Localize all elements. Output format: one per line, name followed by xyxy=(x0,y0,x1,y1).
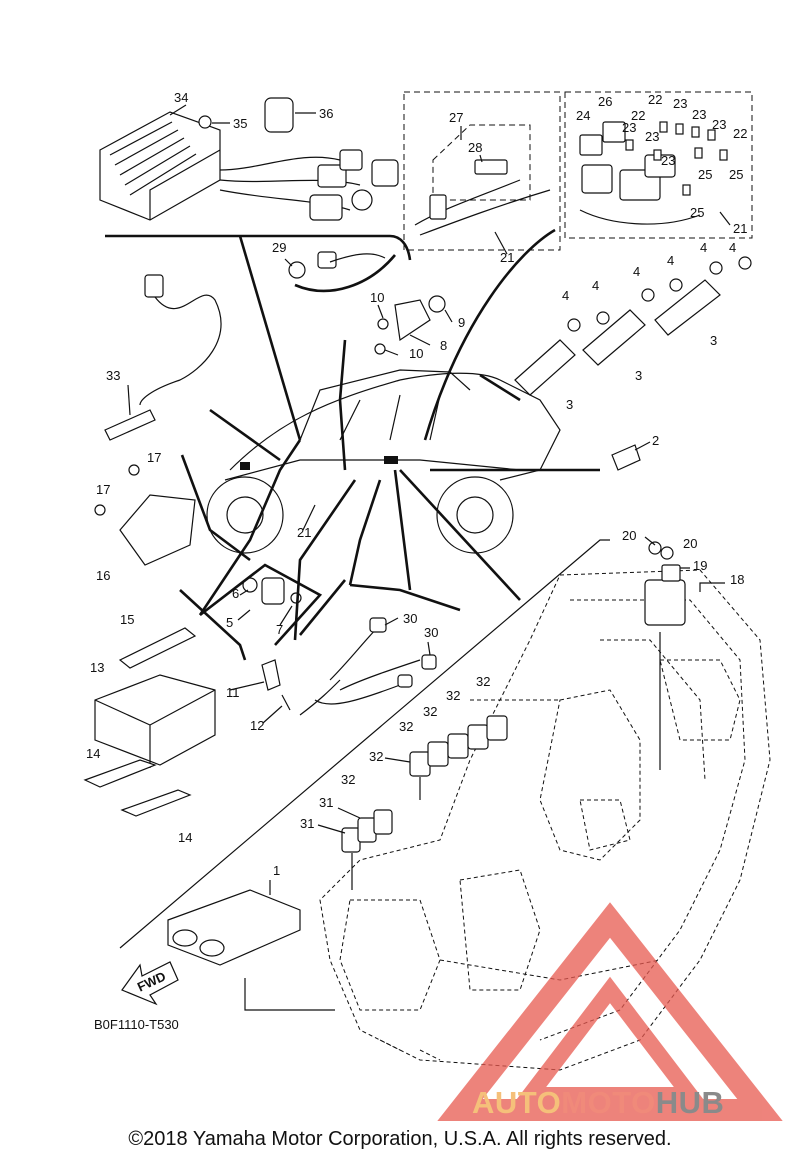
callout-30: 30 xyxy=(403,611,417,626)
ecu-module xyxy=(99,111,399,221)
battery-group xyxy=(83,627,216,817)
callout-21: 21 xyxy=(733,221,747,236)
sensor-11-12 xyxy=(179,579,347,711)
callout-8: 8 xyxy=(440,338,447,353)
callout-27: 27 xyxy=(449,110,463,125)
leader-line xyxy=(119,539,610,949)
callout-11: 11 xyxy=(226,685,240,700)
callout-22: 22 xyxy=(733,126,747,141)
callout-2: 2 xyxy=(652,433,659,448)
callout-32: 32 xyxy=(399,719,413,734)
callout-23: 23 xyxy=(692,107,706,122)
callout-29: 29 xyxy=(272,240,286,255)
callout-33: 33 xyxy=(106,368,120,383)
callout-23: 23 xyxy=(661,153,675,168)
callout-10: 10 xyxy=(409,346,423,361)
callout-7: 7 xyxy=(276,622,283,637)
callout-9: 9 xyxy=(458,315,465,330)
callout-23: 23 xyxy=(712,117,726,132)
callout-3: 3 xyxy=(710,333,717,348)
callout-leaders xyxy=(127,104,731,834)
watermark-brand: AUTOMOTOHUB xyxy=(472,1085,797,1121)
callout-17: 17 xyxy=(147,450,161,465)
callout-20: 20 xyxy=(622,528,636,543)
vehicle-silhouette xyxy=(206,369,561,554)
cover-36 xyxy=(264,97,294,133)
bolt-35-icon xyxy=(198,115,212,129)
callout-4: 4 xyxy=(667,253,674,268)
diagram-code: B0F1110-T530 xyxy=(94,1017,179,1032)
callout-4: 4 xyxy=(562,288,569,303)
callout-26: 26 xyxy=(598,94,612,109)
leader-lines xyxy=(198,439,521,641)
callout-1: 1 xyxy=(273,863,280,878)
callout-19: 19 xyxy=(693,558,707,573)
callout-15: 15 xyxy=(120,612,134,627)
callout-4: 4 xyxy=(633,264,640,279)
watermark-auto: AUTO xyxy=(472,1085,562,1120)
relay-18 xyxy=(644,541,686,626)
callout-6: 6 xyxy=(232,586,239,601)
callout-17: 17 xyxy=(96,482,110,497)
callout-5: 5 xyxy=(226,615,233,630)
callout-14: 14 xyxy=(178,830,192,845)
callout-21: 21 xyxy=(500,250,514,265)
callout-16: 16 xyxy=(96,568,110,583)
callout-18: 18 xyxy=(730,572,744,587)
box-27-28 xyxy=(403,91,561,251)
callout-32: 32 xyxy=(341,772,355,787)
callout-25: 25 xyxy=(698,167,712,182)
callout-32: 32 xyxy=(476,674,490,689)
fuse-box-group xyxy=(341,715,508,890)
sensor-2 xyxy=(430,444,641,472)
callout-25: 25 xyxy=(729,167,743,182)
callout-32: 32 xyxy=(369,749,383,764)
callout-32: 32 xyxy=(423,704,437,719)
callout-25: 25 xyxy=(690,205,704,220)
callout-14: 14 xyxy=(86,746,100,761)
sensor-29 xyxy=(288,251,396,293)
cover-16 xyxy=(94,454,251,566)
control-unit-1 xyxy=(167,880,335,1011)
copyright-footer: ©2018 Yamaha Motor Corporation, U.S.A. A… xyxy=(128,1128,672,1150)
watermark-hub: HUB xyxy=(655,1085,725,1120)
callout-22: 22 xyxy=(631,108,645,123)
callout-23: 23 xyxy=(645,129,659,144)
callout-numbers: 1 2 3 3 3 4 4 4 4 4 4 5 6 7 8 9 10 10 11… xyxy=(86,90,747,1032)
callout-13: 13 xyxy=(90,660,104,675)
callout-23: 23 xyxy=(622,120,636,135)
callout-31: 31 xyxy=(300,816,314,831)
callout-32: 32 xyxy=(446,688,460,703)
callout-4: 4 xyxy=(592,278,599,293)
callout-30: 30 xyxy=(424,625,438,640)
callout-12: 12 xyxy=(250,718,264,733)
watermark-logo xyxy=(437,902,783,1121)
callout-22: 22 xyxy=(648,92,662,107)
box-relays xyxy=(564,91,753,239)
callout-21: 21 xyxy=(297,525,311,540)
o2-sensor-33 xyxy=(104,274,222,441)
callout-4: 4 xyxy=(729,240,736,255)
callout-4: 4 xyxy=(700,240,707,255)
sensor-8-9-10 xyxy=(374,295,446,355)
callout-3: 3 xyxy=(635,368,642,383)
callout-24: 24 xyxy=(576,108,590,123)
vehicle-frame xyxy=(319,569,771,1071)
injector-group xyxy=(514,256,752,396)
callout-34: 34 xyxy=(174,90,188,105)
callout-23: 23 xyxy=(673,96,687,111)
watermark-moto: MOTO xyxy=(561,1085,656,1120)
callout-28: 28 xyxy=(468,140,482,155)
callout-20: 20 xyxy=(683,536,697,551)
callout-36: 36 xyxy=(319,106,333,121)
callout-35: 35 xyxy=(233,116,247,131)
callout-10: 10 xyxy=(370,290,384,305)
callout-3: 3 xyxy=(566,397,573,412)
fwd-arrow-icon: FWD xyxy=(121,961,179,1006)
callout-31: 31 xyxy=(319,795,333,810)
